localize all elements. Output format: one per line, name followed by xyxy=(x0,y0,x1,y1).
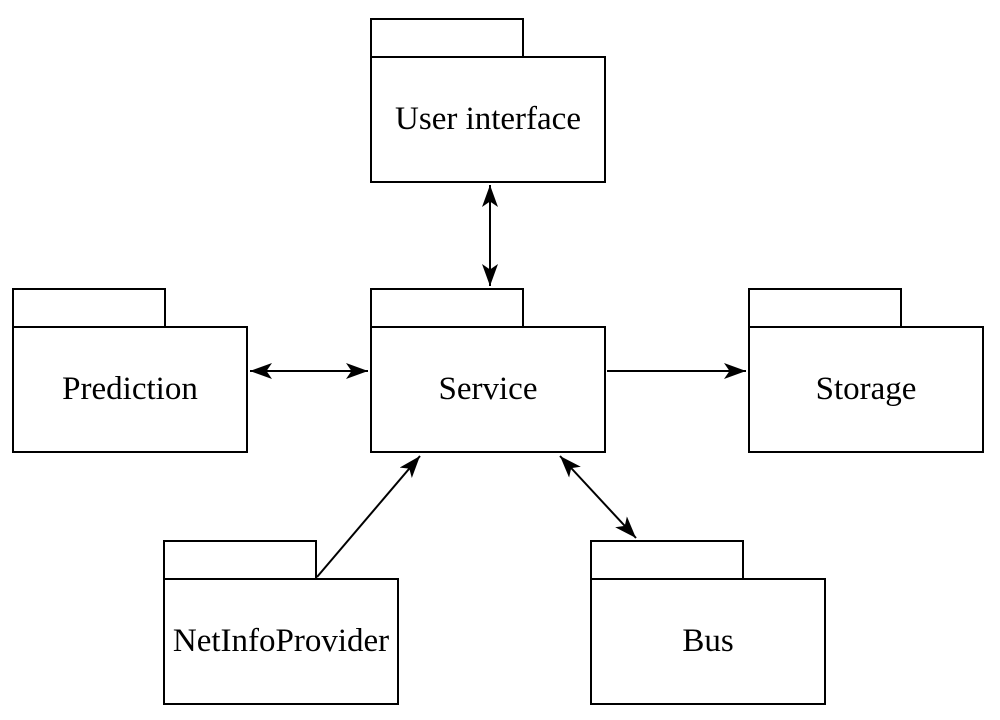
package-service: Service xyxy=(370,288,606,453)
package-label: User interface xyxy=(395,101,581,137)
package-tab xyxy=(12,288,166,328)
package-body: Prediction xyxy=(12,326,248,453)
package-tab xyxy=(370,18,524,58)
package-netinfoprovider: NetInfoProvider xyxy=(163,540,399,705)
package-tab xyxy=(590,540,744,580)
package-tab xyxy=(748,288,902,328)
package-body: Storage xyxy=(748,326,984,453)
package-bus: Bus xyxy=(590,540,826,705)
package-body: NetInfoProvider xyxy=(163,578,399,705)
package-prediction: Prediction xyxy=(12,288,248,453)
package-body: Service xyxy=(370,326,606,453)
package-label: Service xyxy=(438,371,538,407)
package-label: Prediction xyxy=(62,371,198,407)
package-body: Bus xyxy=(590,578,826,705)
package-label: Bus xyxy=(682,623,734,659)
arrow-netinfoprovider-service xyxy=(316,455,421,578)
arrow-service-bus xyxy=(559,455,637,539)
package-label: Storage xyxy=(815,371,917,407)
package-body: User interface xyxy=(370,56,606,183)
package-storage: Storage xyxy=(748,288,984,453)
package-user-interface: User interface xyxy=(370,18,606,183)
package-tab xyxy=(163,540,317,580)
package-label: NetInfoProvider xyxy=(172,623,390,659)
package-tab xyxy=(370,288,524,328)
